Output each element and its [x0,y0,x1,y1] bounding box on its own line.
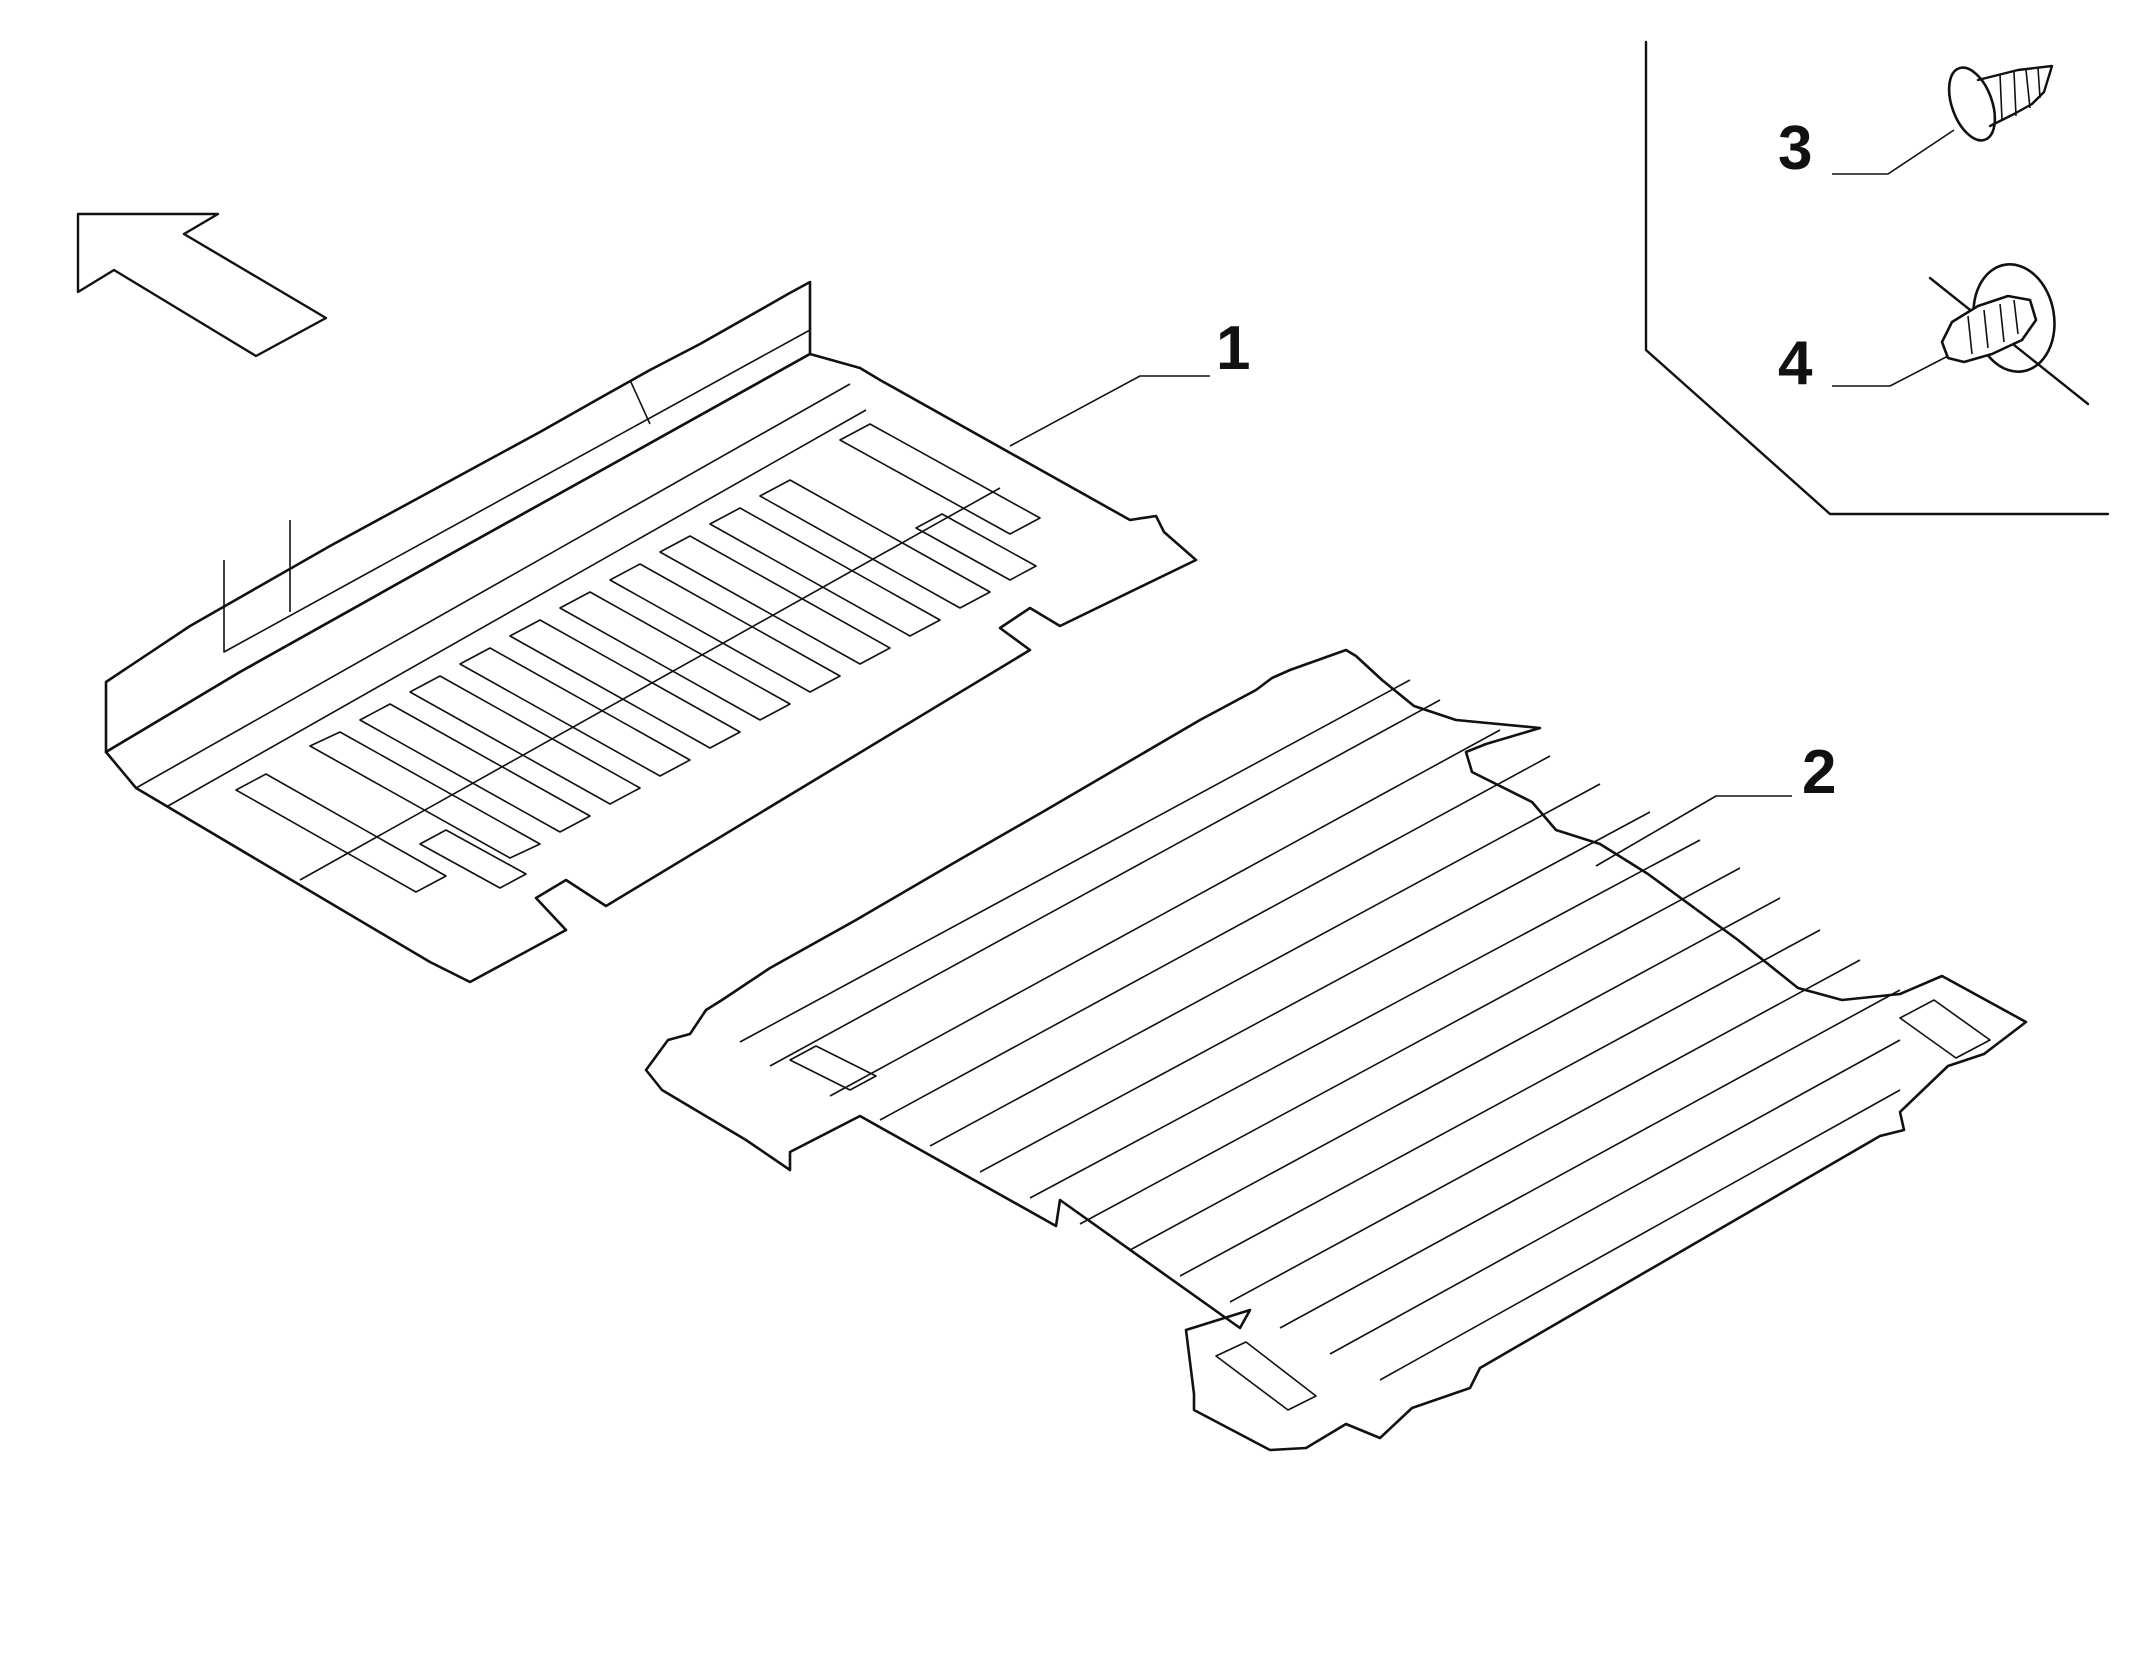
inset-detail-frame [1644,40,2110,516]
screw-icon [1832,64,2054,175]
load-floor-mat-2 [644,648,2028,1452]
direction-arrow-icon [76,212,328,358]
callout-part-1: 1 [1216,314,1251,383]
callout-part-3: 3 [1778,114,1813,183]
load-floor-panel-1 [104,280,1210,984]
push-clip-icon [1832,263,2090,406]
callout-part-4: 4 [1778,329,1813,398]
callout-part-2: 2 [1802,738,1837,807]
